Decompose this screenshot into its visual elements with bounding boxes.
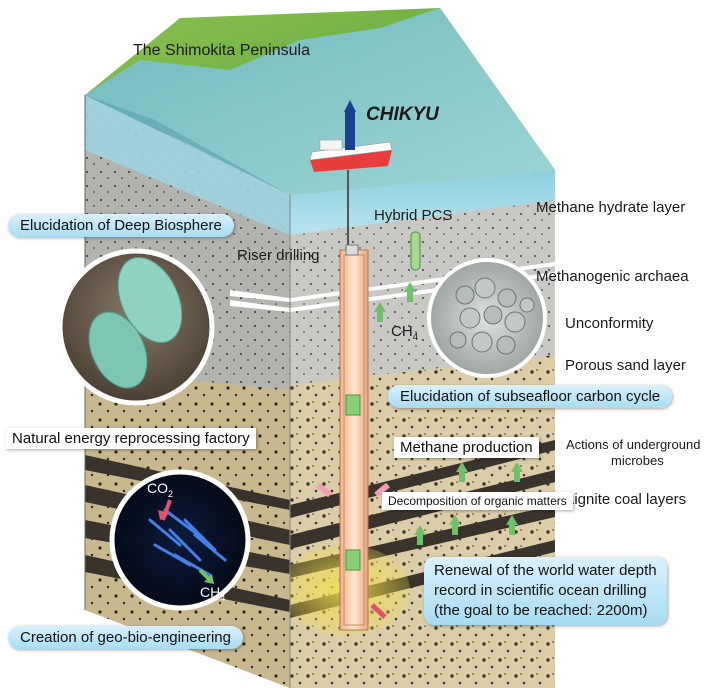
peninsula-label: The Shimokita Peninsula <box>133 42 310 59</box>
hybrid-pcs-label: Hybrid PCS <box>374 207 453 224</box>
geo-bio-callout: Creation of geo-bio-engineering <box>8 626 243 649</box>
chikyu-ship <box>309 100 393 172</box>
carbon-cycle-callout: Elucidation of subseafloor carbon cycle <box>388 385 673 408</box>
ship-name-label: CHIKYU <box>366 104 439 125</box>
methane-arrows <box>374 282 523 545</box>
fluorescence-photo <box>109 469 251 611</box>
methane-hydrate-label: Methane hydrate layer <box>536 199 686 216</box>
archaea-photo <box>427 258 547 378</box>
renewal-callout: Renewal of the world water depth record … <box>424 557 667 625</box>
deep-biosphere-callout: Elucidation of Deep Biosphere <box>8 214 234 237</box>
porous-sand-label: Porous sand layer <box>565 357 686 374</box>
unconformity-label: Unconformity <box>565 315 654 332</box>
methanogenic-label: Methanogenic archaea <box>536 268 689 285</box>
methane-production-callout: Methane production <box>394 437 539 458</box>
microbe-photo <box>57 248 215 406</box>
riser-drilling-label: Riser drilling <box>237 247 320 264</box>
hybrid-pcs-tube <box>410 231 421 271</box>
natural-energy-callout: Natural energy reprocessing factory <box>6 428 256 449</box>
lignite-label: Lignite coal layers <box>566 491 687 508</box>
ch4-label: CH4 <box>391 323 419 343</box>
co2-label: CO2 <box>147 480 174 499</box>
decomposition-callout: Decomposition of organic matters <box>382 492 573 510</box>
decomposition-arrows <box>316 482 390 619</box>
ch4-inset-label: CH4 <box>200 584 226 603</box>
